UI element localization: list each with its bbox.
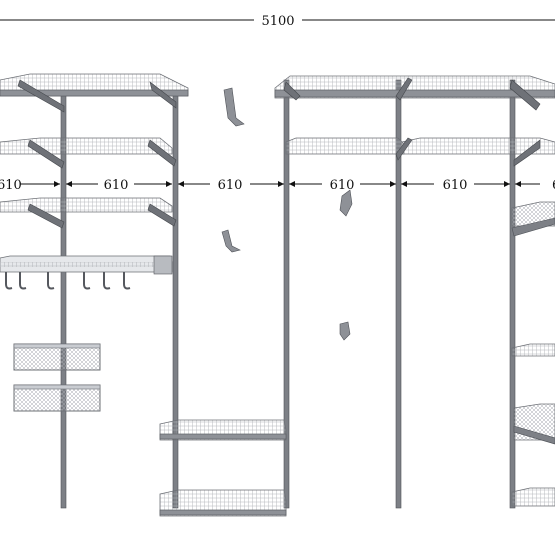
bracket-row2-3 bbox=[395, 137, 413, 161]
hook-3 bbox=[47, 272, 55, 290]
third-row-shelves bbox=[0, 197, 173, 213]
hanging-rod-assembly bbox=[0, 255, 173, 290]
hook-6 bbox=[123, 272, 131, 290]
hook-4 bbox=[83, 272, 91, 290]
top-shelves bbox=[0, 73, 555, 99]
loose-hooks bbox=[221, 87, 353, 341]
bay-dimensions bbox=[20, 181, 540, 187]
basket-bottom-rim bbox=[13, 384, 101, 390]
loose-hook-4 bbox=[339, 321, 351, 341]
dim-arrow-2b bbox=[166, 181, 172, 187]
dim-arrow-6a bbox=[515, 181, 521, 187]
rail-2 bbox=[172, 91, 179, 509]
right-shelf-low bbox=[511, 487, 555, 507]
dim-arrow-4b bbox=[390, 181, 396, 187]
shelf-center-low bbox=[159, 489, 287, 517]
hooks bbox=[5, 272, 131, 290]
top-shelf-right-front bbox=[274, 89, 555, 98]
dim-arrow-3b bbox=[278, 181, 284, 187]
dim-arrow-3a bbox=[178, 181, 184, 187]
bracket-row3-2 bbox=[147, 203, 177, 227]
bracket-row2-2 bbox=[147, 139, 177, 167]
bay-label-5: 610 bbox=[443, 178, 468, 193]
bracket-top-4 bbox=[395, 77, 413, 101]
dim-arrow-2a bbox=[66, 181, 72, 187]
bracket-top-1 bbox=[17, 79, 65, 113]
dim-arrow-5a bbox=[401, 181, 407, 187]
hook-1 bbox=[5, 272, 13, 290]
brackets bbox=[17, 77, 541, 229]
dim-arrow-4a bbox=[289, 181, 295, 187]
bracket-row2-4 bbox=[513, 139, 541, 167]
basket-top bbox=[13, 343, 101, 371]
second-row-shelves bbox=[0, 137, 555, 155]
right-bracket-top bbox=[511, 217, 555, 237]
loose-hook-2 bbox=[221, 229, 241, 253]
hanging-rod-wire bbox=[0, 262, 172, 267]
shelf-row3-left bbox=[0, 197, 173, 213]
right-basket-top bbox=[511, 201, 555, 227]
bay-label-3: 610 bbox=[218, 178, 243, 193]
baskets bbox=[13, 343, 101, 412]
dim-arrow-5b bbox=[504, 181, 510, 187]
hook-2 bbox=[19, 272, 27, 290]
right-shelf-mid bbox=[511, 343, 555, 357]
right-bracket-low bbox=[513, 425, 555, 445]
loose-hook-3 bbox=[339, 189, 353, 217]
top-shelf-left-front bbox=[0, 89, 189, 97]
overall-dimension-label: 5100 bbox=[261, 14, 294, 29]
hanging-rod-end bbox=[153, 255, 173, 275]
bracket-top-2 bbox=[149, 81, 177, 109]
shelf-center-low-front bbox=[159, 509, 287, 516]
bay-label-2: 610 bbox=[104, 178, 129, 193]
bracket-row2-1 bbox=[27, 139, 65, 169]
right-bay-shelves bbox=[511, 201, 555, 507]
bay-dimension-labels: 610 610 610 610 610 610 bbox=[0, 178, 555, 193]
basket-top-rim bbox=[13, 343, 101, 349]
bay-label-4: 610 bbox=[330, 178, 355, 193]
bracket-top-5 bbox=[509, 79, 541, 111]
shelf-center-mid-front bbox=[159, 433, 287, 440]
bay-label-6: 610 bbox=[552, 178, 555, 193]
hook-5 bbox=[103, 272, 111, 290]
shelf-row2-left bbox=[0, 137, 173, 155]
dim-arrow-1 bbox=[54, 181, 60, 187]
overall-dimension: 5100 bbox=[0, 14, 555, 29]
basket-bottom bbox=[13, 384, 101, 412]
loose-hook-1 bbox=[223, 87, 245, 127]
bay-label-1: 610 bbox=[0, 178, 22, 193]
shelf-row2-mid bbox=[285, 137, 405, 155]
bracket-row3-1 bbox=[27, 203, 65, 229]
center-lower-shelves bbox=[159, 419, 287, 517]
bracket-top-3 bbox=[283, 81, 301, 101]
